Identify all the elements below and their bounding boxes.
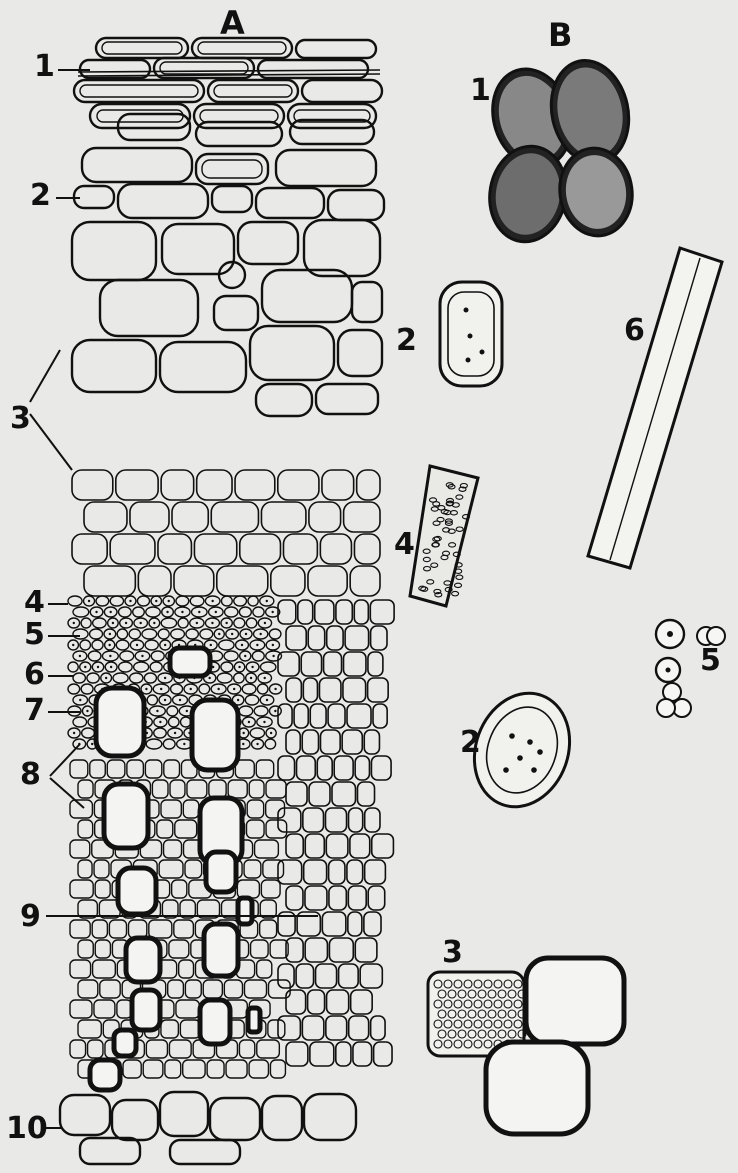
b4-pitted-vessel (410, 466, 478, 606)
lower-tissue-block (68, 470, 394, 1090)
label-a-8: 8 (20, 757, 41, 792)
b1-cell-cluster (480, 53, 638, 248)
label-b-4: 4 (394, 527, 415, 562)
panel-b: B (394, 16, 725, 1134)
label-a-4: 4 (24, 585, 45, 620)
label-b-2-lower: 2 (460, 725, 481, 760)
panel-a: A (6, 4, 394, 1164)
label-a-6: 6 (24, 657, 45, 692)
cortex-parenchyma (72, 220, 382, 416)
label-a-7: 7 (24, 693, 45, 728)
cortex-upper (74, 148, 384, 220)
panel-a-title: A (220, 4, 245, 42)
label-a-1: 1 (34, 49, 55, 84)
label-a-10: 10 (6, 1111, 48, 1146)
label-b-3: 3 (442, 935, 463, 970)
label-b-6: 6 (624, 313, 645, 348)
panel-b-title: B (548, 16, 572, 54)
label-b-5: 5 (700, 643, 721, 678)
label-a-5: 5 (24, 617, 45, 652)
cork-layer (74, 38, 382, 146)
leader-a-3-lower (30, 414, 72, 470)
label-a-9: 9 (20, 899, 41, 934)
label-b-1: 1 (470, 73, 491, 108)
b2-cell-upper (440, 282, 502, 386)
b6-fiber (588, 248, 722, 568)
label-a-3: 3 (10, 401, 31, 436)
bottom-cell-row (60, 1092, 356, 1164)
label-a-2: 2 (30, 178, 51, 213)
leader-a-3-upper (30, 350, 60, 402)
label-b-2-upper: 2 (396, 323, 417, 358)
b3-cell-group (428, 958, 624, 1134)
